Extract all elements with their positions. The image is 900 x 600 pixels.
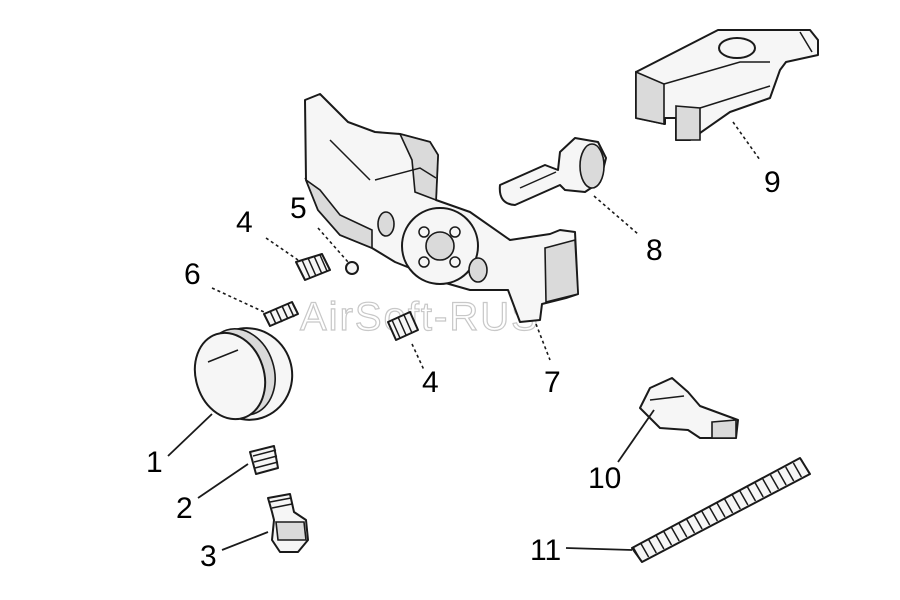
callout-7: 7 bbox=[544, 366, 561, 399]
callout-4-upper: 4 bbox=[236, 206, 253, 239]
part-7-main-bracket bbox=[304, 93, 579, 323]
part-4-set-screw-upper bbox=[295, 253, 331, 281]
callout-2: 2 bbox=[176, 492, 193, 525]
callout-4-lower: 4 bbox=[422, 366, 439, 399]
part-11-spring bbox=[631, 457, 811, 563]
part-10-latch bbox=[639, 377, 739, 439]
part-6-plunger bbox=[263, 301, 299, 327]
callout-6: 6 bbox=[184, 258, 201, 291]
part-9-clamp-block bbox=[635, 29, 819, 141]
callout-11: 11 bbox=[530, 534, 561, 567]
part-1-knurled-knob bbox=[193, 327, 294, 421]
part-5-ball bbox=[345, 261, 359, 275]
watermark: AirSoft-RUS bbox=[300, 295, 540, 339]
callout-3: 3 bbox=[200, 540, 217, 573]
callout-9: 9 bbox=[764, 166, 781, 199]
callout-5: 5 bbox=[290, 192, 307, 225]
callout-8: 8 bbox=[646, 234, 663, 267]
callout-10: 10 bbox=[588, 462, 621, 495]
part-3-bolt bbox=[267, 493, 309, 553]
callout-1: 1 bbox=[146, 446, 163, 479]
leader-lines bbox=[167, 121, 761, 551]
part-4-set-screw-lower bbox=[387, 311, 419, 341]
part-8-shaft bbox=[498, 137, 607, 206]
callouts: 1 2 3 4 4 5 6 7 8 9 10 11 bbox=[146, 166, 781, 573]
part-2-screw bbox=[249, 445, 279, 475]
